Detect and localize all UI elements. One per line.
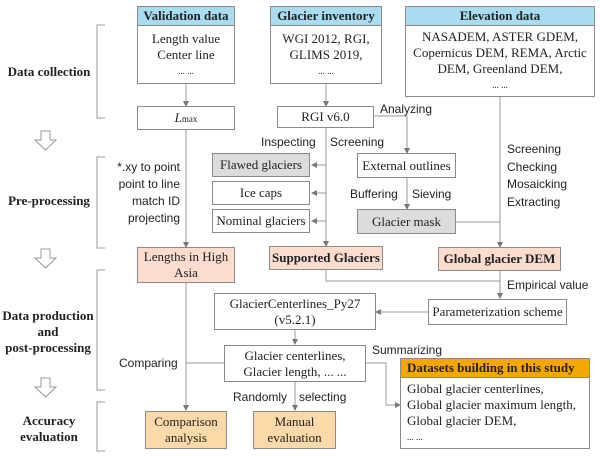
lmax-label: Lmax: [175, 110, 198, 127]
label-screening: Screening: [330, 135, 385, 149]
datasets-box: Global glacier centerlines, Global glaci…: [400, 377, 590, 449]
elevation-item: DEM, Greenland DEM,: [437, 61, 563, 76]
label-buffering: Buffering: [350, 187, 398, 201]
label-dem2: Checking: [507, 159, 558, 174]
label-summarizing: Summarizing: [372, 343, 443, 357]
glacier-centerlines-tool-box: GlacierCenterlines_Py27 (v5.2.1): [214, 293, 376, 330]
dataset-item: Global glacier centerlines,: [407, 381, 544, 396]
label-dem-steps: Screening Checking Mosaicking Extracting: [507, 141, 567, 211]
comparison-analysis-box: Comparison analysis: [145, 411, 227, 449]
outputs-line1: Glacier centerlines,: [244, 347, 346, 363]
dataset-item: Global glacier DEM,: [407, 413, 517, 428]
comparison-line2: analysis: [165, 430, 207, 445]
inventory-item: GLIMS 2019,: [289, 46, 363, 62]
lengths-line1: Lengths in High: [143, 249, 229, 264]
label-xy2: point to line: [118, 177, 180, 191]
stage-data-collection: Data collection: [7, 64, 91, 79]
glacier-inventory-box: WGI 2012, RGI, GLIMS 2019, ... ...: [270, 25, 382, 84]
elevation-item: ... ...: [492, 80, 508, 90]
lengths-line2: Asia: [174, 265, 198, 280]
nominal-glaciers-box: Nominal glaciers: [212, 209, 310, 233]
label-randomly: Randomly: [233, 390, 288, 404]
outputs-box: Glacier centerlines, Glacier length, ...…: [224, 345, 366, 382]
ice-caps-box: Ice caps: [212, 181, 310, 205]
label-dem4: Extracting: [507, 194, 561, 209]
label-xy1: *.xy to point: [117, 160, 180, 174]
stage-data-production-line2: and: [37, 324, 59, 339]
flawed-glaciers-box: Flawed glaciers: [212, 153, 310, 177]
stage-arrow-1: [33, 130, 58, 151]
comparison-line1: Comparison: [154, 414, 218, 429]
validation-item: ... ...: [178, 65, 194, 76]
manual-evaluation-box: Manual evaluation: [253, 411, 336, 449]
manual-line1: Manual: [274, 414, 315, 429]
lmax-sub: max: [181, 113, 198, 124]
label-sieving: Sieving: [412, 187, 452, 201]
glacier-inventory-header: Glacier inventory: [270, 6, 382, 26]
parameterization-scheme-box: Parameterization scheme: [428, 299, 567, 325]
supported-glaciers-box: Supported Glaciers: [269, 246, 383, 270]
label-analyzing: Analyzing: [380, 102, 433, 116]
validation-item: Length value: [151, 30, 221, 46]
validation-item: Center line: [157, 46, 215, 62]
bracket-data-production: [96, 269, 105, 391]
dataset-item: ... ...: [407, 432, 423, 442]
validation-data-header: Validation data: [137, 6, 235, 26]
stage-arrow-3: [33, 377, 58, 398]
stage-pre-processing: Pre-processing: [8, 193, 90, 208]
inventory-item: WGI 2012, RGI,: [282, 30, 370, 46]
lmax-box: Lmax: [137, 106, 235, 130]
stage-accuracy-line1: Accuracy: [22, 413, 76, 428]
glacier-mask-box: Glacier mask: [357, 209, 456, 234]
label-empirical-value: Empirical value: [507, 278, 589, 292]
lmax-main: L: [174, 109, 182, 125]
elevation-item: NASADEM, ASTER GDEM,: [421, 29, 578, 44]
bracket-accuracy: [96, 401, 105, 452]
label-dem3: Mosaicking: [507, 177, 568, 191]
stage-data-production: Data production and post-processing: [2, 308, 94, 356]
rgi-v6-box: RGI v6.0: [277, 106, 374, 128]
tool-line1: GlacierCenterlines_Py27: [229, 295, 361, 311]
stage-accuracy-evaluation: Accuracy evaluation: [4, 413, 94, 445]
tool-line2: (v5.2.1): [274, 311, 316, 327]
label-selecting: selecting: [299, 390, 347, 404]
label-xy-steps: *.xy to point point to line match ID pro…: [112, 159, 180, 227]
outputs-line2: Glacier length, ... ...: [243, 363, 347, 379]
external-outlines-box: External outlines: [357, 153, 456, 178]
stage-accuracy-line2: evaluation: [20, 429, 78, 444]
label-xy4: projecting: [127, 211, 180, 225]
stage-data-production-line3: post-processing: [5, 340, 91, 355]
inventory-item: ... ...: [318, 65, 334, 76]
stage-arrow-2: [33, 248, 58, 269]
dataset-item: Global glacier maximum length,: [407, 397, 576, 412]
datasets-header: Datasets building in this study: [400, 358, 590, 378]
bracket-pre-processing: [96, 156, 105, 249]
label-dem1: Screening: [507, 142, 562, 156]
manual-line2: evaluation: [267, 430, 322, 445]
stage-data-production-line1: Data production: [2, 308, 94, 323]
bracket-data-collection: [96, 24, 105, 119]
label-inspecting: Inspecting: [261, 135, 316, 149]
validation-data-box: Length value Center line ... ...: [137, 25, 235, 84]
elevation-item: Copernicus DEM, REMA, Arctic: [413, 45, 587, 60]
elevation-data-box: NASADEM, ASTER GDEM, Copernicus DEM, REM…: [405, 25, 595, 97]
label-comparing: Comparing: [119, 356, 178, 370]
elevation-data-header: Elevation data: [405, 6, 595, 26]
lengths-high-asia-box: Lengths in High Asia: [137, 247, 235, 283]
global-glacier-dem-box: Global glacier DEM: [438, 247, 561, 271]
label-xy3: match ID: [131, 194, 180, 208]
